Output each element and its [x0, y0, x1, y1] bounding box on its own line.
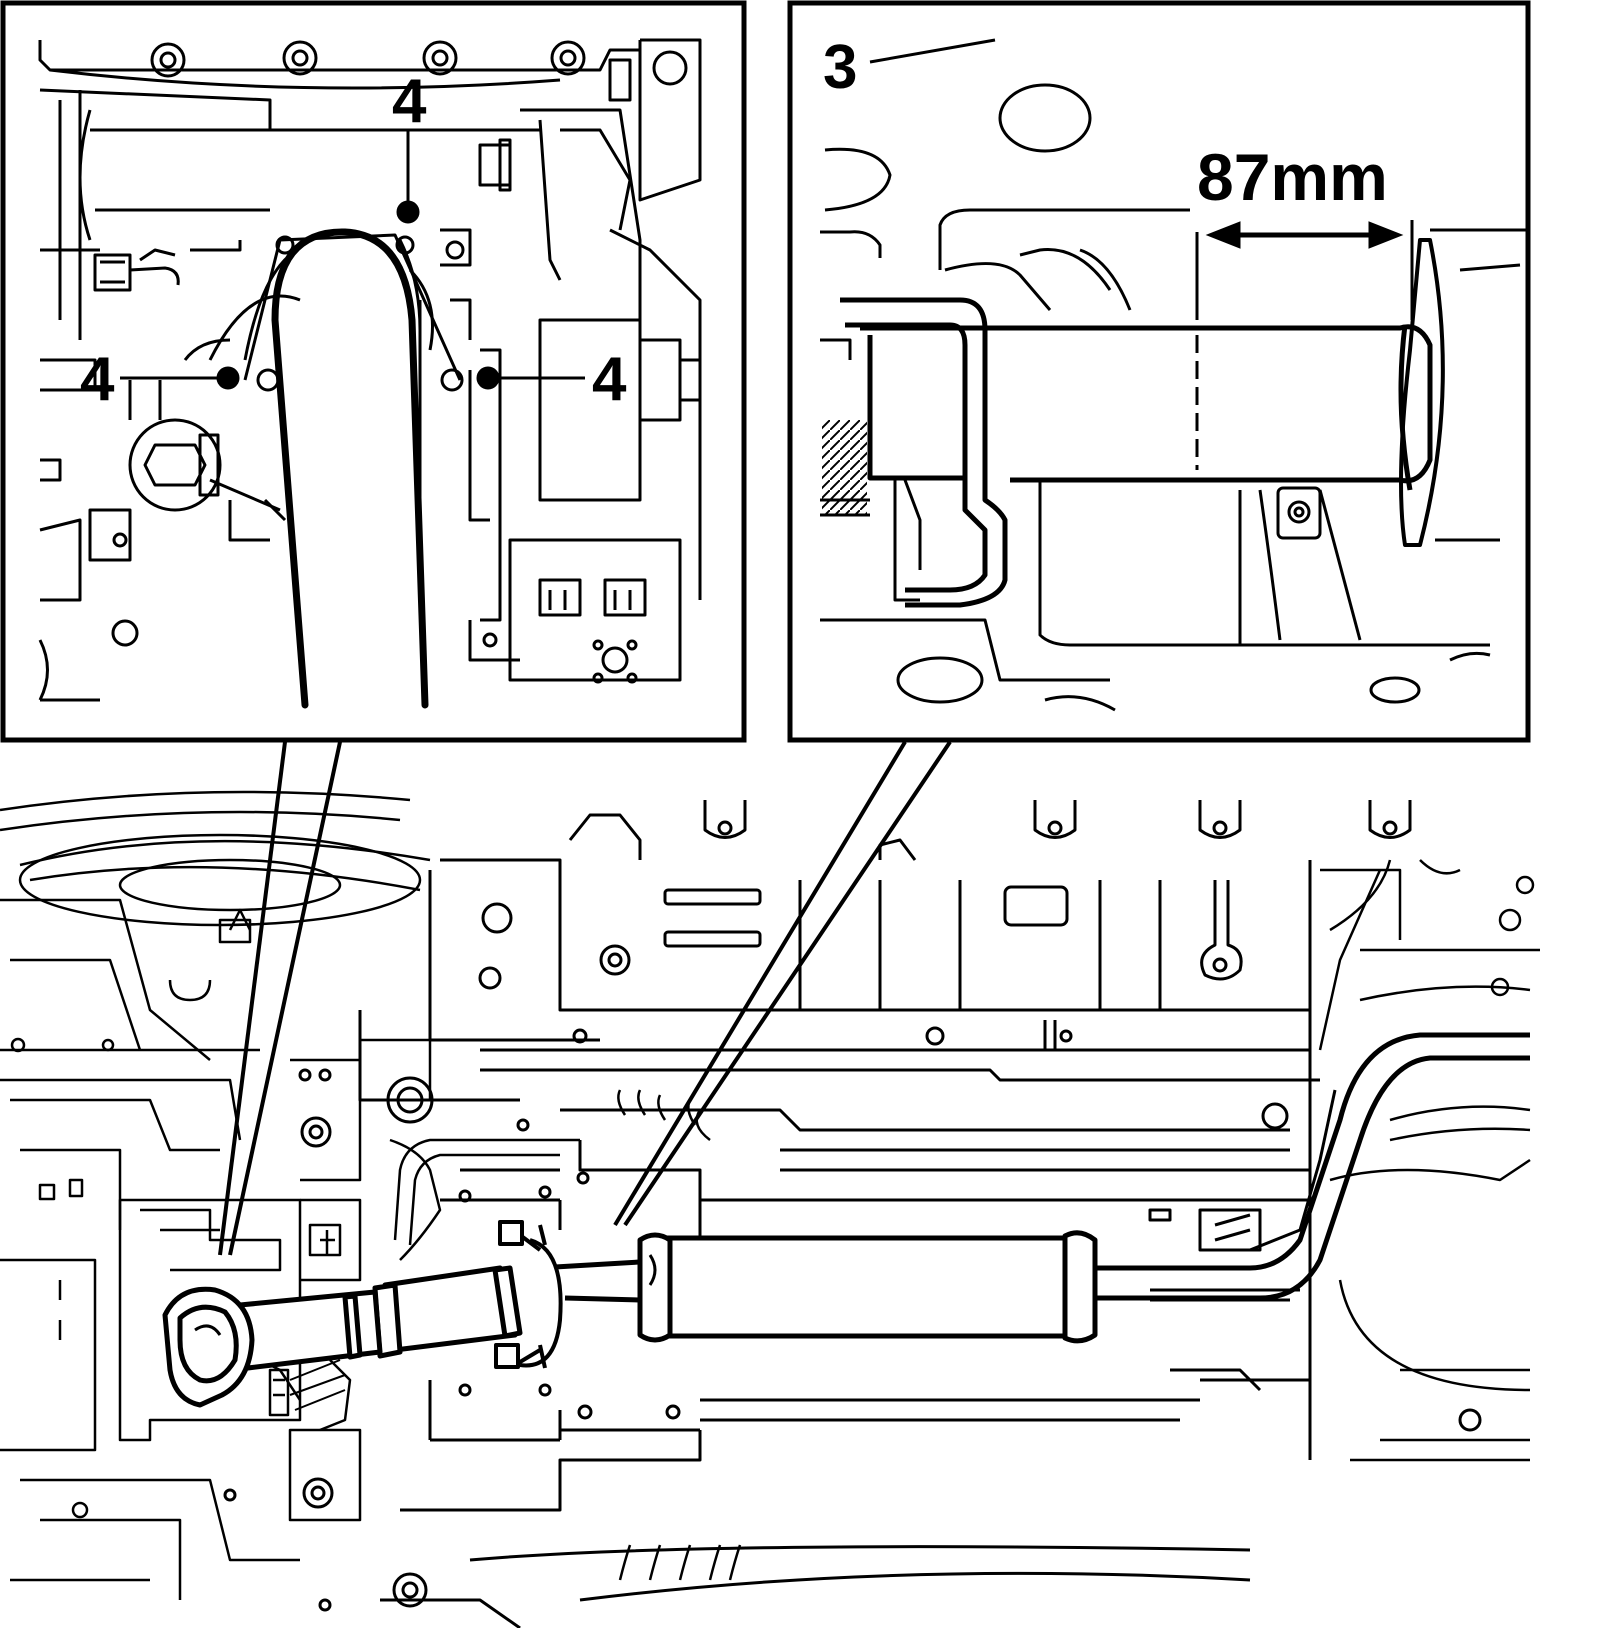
- tail-pipe: [1100, 1032, 1530, 1271]
- tunnel-features: [223, 880, 1482, 1612]
- transmission-area: [118, 1038, 442, 1522]
- front-pipe: [237, 1265, 523, 1371]
- floor-pan-rails: [358, 858, 1320, 1628]
- mounting-brackets-top: [568, 800, 1412, 861]
- front-left-structure: [0, 790, 431, 1600]
- dimension-label: 87mm: [1197, 140, 1388, 214]
- pipe-clamp: [494, 1220, 563, 1369]
- inset-leader-lines: [218, 740, 952, 1256]
- underbody-overview: [0, 790, 1540, 1628]
- dimension-indicator: [1195, 220, 1414, 470]
- callout-label-right: 4: [592, 345, 627, 414]
- part-number-label: 3: [823, 33, 857, 102]
- exhaust-hanger-rubber: [271, 228, 429, 709]
- rear-right-structure: [1318, 859, 1540, 1462]
- manifold-flange: [162, 1286, 255, 1408]
- callout-markers: [120, 130, 585, 390]
- callout-label-top: 4: [392, 67, 427, 136]
- inset-left-panel: 4 4 4: [0, 0, 747, 743]
- fuel-brake-lines: [393, 1138, 580, 1246]
- rear-muffler: [637, 1230, 1098, 1344]
- inset-right-panel: 3 87mm: [787, 0, 1531, 743]
- exhaust-system: [162, 1032, 1530, 1411]
- callout-label-left: 4: [80, 345, 115, 414]
